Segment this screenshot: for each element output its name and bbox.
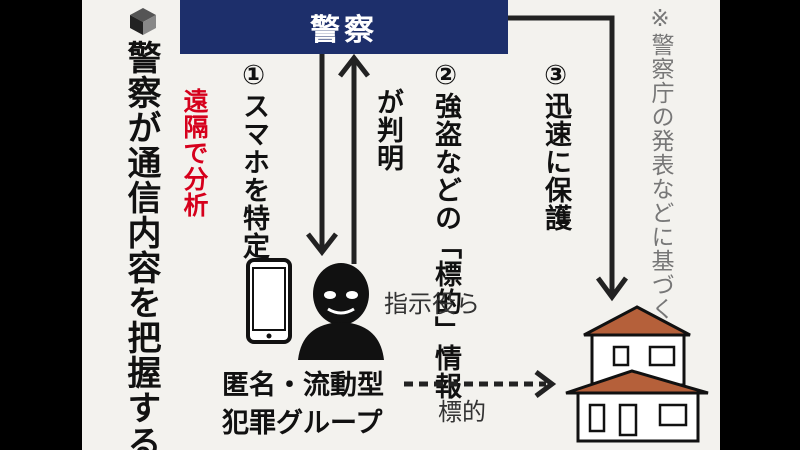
step1-highlight: 遠隔で分析 — [180, 88, 209, 218]
step3-text: ③迅速に保護 — [540, 60, 571, 232]
target-label: 標的 — [438, 398, 486, 426]
arrow-down-1 — [306, 54, 338, 257]
group-label-line1: 匿名・流動型 — [222, 370, 384, 401]
step2-text: ②強盗などの「標的」情報 — [430, 60, 461, 400]
diagram-canvas: 警察が通信内容を把握するイメージ 警察 遠隔で分析 ①スマホを特定し、 が判明 … — [82, 0, 720, 450]
arrow-to-house — [508, 15, 629, 302]
police-label: 警察 — [310, 13, 378, 48]
instructor-label: 指示役ら — [384, 290, 480, 318]
arrow-up-2 — [338, 53, 370, 264]
cube-icon — [130, 8, 156, 35]
diagram-title: 警察が通信内容を把握するイメージ — [121, 40, 161, 450]
masked-person-icon — [298, 263, 384, 360]
house-icon — [565, 305, 709, 443]
target-dashed-arrow — [404, 370, 557, 398]
group-label-line2: 犯罪グループ — [222, 408, 383, 439]
police-box: 警察 — [180, 0, 508, 54]
step2-result: が判明 — [372, 88, 403, 172]
smartphone-icon — [246, 258, 292, 344]
source-note: ※警察庁の発表などに基づく — [647, 6, 673, 321]
